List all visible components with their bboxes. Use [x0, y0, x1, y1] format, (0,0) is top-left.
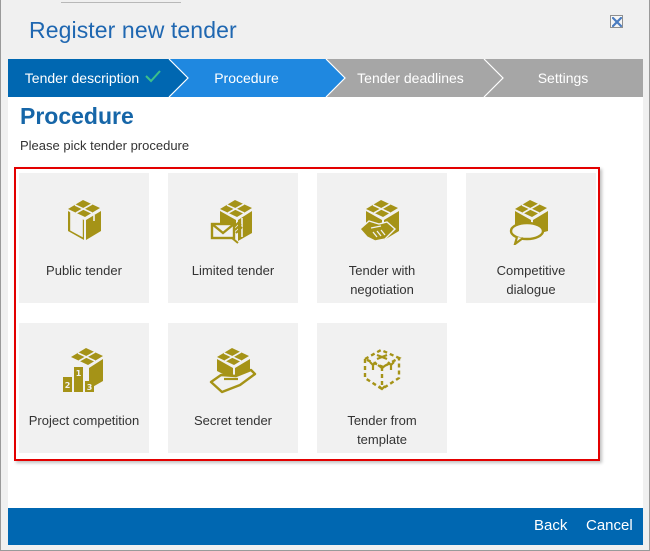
procedure-tile-limited-tender[interactable]: Limited tender — [168, 173, 298, 303]
dialog-footer: Back Cancel — [8, 508, 643, 545]
procedure-tile-secret-tender[interactable]: Secret tender — [168, 323, 298, 453]
svg-text:2: 2 — [65, 381, 71, 390]
box-speech-bubble-icon — [509, 200, 548, 245]
back-button[interactable]: Back — [534, 517, 568, 534]
procedure-label: Public tender — [46, 263, 122, 278]
procedure-label: Competitive dialogue — [466, 261, 596, 299]
procedure-label: Tender from template — [317, 411, 447, 449]
step-label: Tender deadlines — [357, 70, 464, 86]
procedure-tile-tender-with-negotiation[interactable]: Tender with negotiation — [317, 173, 447, 303]
step-tender-description[interactable]: Tender description — [8, 59, 178, 97]
procedure-tile-tender-from-template[interactable]: Tender from template — [317, 323, 447, 453]
box-icon — [68, 200, 101, 240]
procedure-tile-public-tender[interactable]: Public tender — [19, 173, 149, 303]
cancel-button[interactable]: Cancel — [586, 517, 633, 534]
dialog-title: Register new tender — [29, 17, 237, 43]
step-settings[interactable]: Settings — [498, 59, 628, 97]
procedure-label-line2: dialogue — [506, 282, 556, 297]
step-label: Settings — [537, 70, 589, 86]
checkmark-icon — [145, 69, 161, 88]
procedure-tile-competitive-dialogue[interactable]: Competitive dialogue — [466, 173, 596, 303]
step-procedure[interactable]: Procedure — [178, 59, 315, 97]
procedure-label: Secret tender — [193, 413, 273, 428]
close-x-icon — [611, 16, 622, 27]
close-button[interactable] — [610, 15, 623, 28]
procedure-label-line2: negotiation — [350, 282, 414, 297]
background-window-edge — [61, 0, 181, 3]
procedure-tile-project-competition[interactable]: 2 1 3 Project competition — [19, 323, 149, 453]
box-podium-icon: 2 1 3 — [63, 348, 103, 392]
box-hand-icon — [209, 348, 257, 394]
svg-text:3: 3 — [87, 383, 93, 392]
stepper-background — [8, 59, 643, 97]
procedure-label: Tender with negotiation — [317, 261, 447, 299]
content-panel: Procedure Please pick tender procedure — [8, 97, 643, 508]
box-envelope-icon — [210, 200, 252, 244]
step-tender-deadlines[interactable]: Tender deadlines — [338, 59, 483, 97]
procedure-highlight-box — [14, 167, 600, 461]
page-title: Procedure — [20, 103, 134, 129]
procedure-label-line1: Tender with — [348, 263, 416, 278]
procedure-label: Limited tender — [191, 263, 275, 278]
procedure-label: Project competition — [28, 413, 140, 428]
dashed-box-template-icon — [362, 348, 402, 391]
page-subtitle: Please pick tender procedure — [20, 138, 190, 153]
procedure-label-line1: Tender from — [347, 413, 417, 428]
wizard-stepper: Tender description Procedure Tender dead… — [8, 59, 643, 97]
svg-text:1: 1 — [76, 369, 82, 378]
step-label: Procedure — [214, 70, 279, 86]
procedure-label-line1: Competitive — [496, 263, 566, 278]
step-label: Tender description — [24, 70, 140, 86]
procedure-label-line2: template — [357, 432, 407, 447]
box-handshake-icon — [359, 200, 399, 242]
